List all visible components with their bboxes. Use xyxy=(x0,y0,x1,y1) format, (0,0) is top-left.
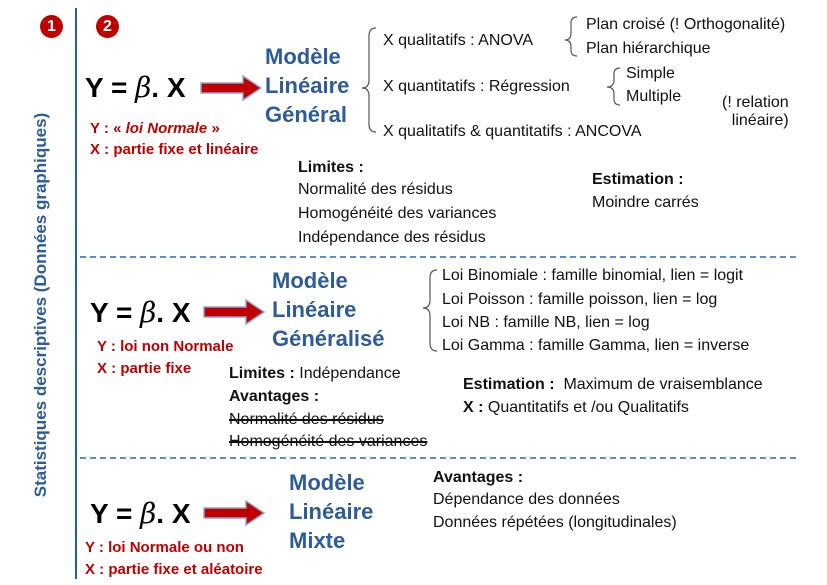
x-definition-2: X : partie fixe xyxy=(97,360,192,377)
avantage-item: Dépendance des données xyxy=(433,491,620,508)
limites-value-2: Indépendance xyxy=(299,365,401,382)
x-definition-3: X : partie fixe et aléatoire xyxy=(85,561,263,578)
brace-section1 xyxy=(361,27,377,133)
limite-item: Homogénéité des variances xyxy=(298,205,497,222)
model-title-2: Modèle Linéaire Généralisé xyxy=(272,266,385,353)
estimation-row-2: Estimation : Maximum de vraisemblance xyxy=(463,376,763,394)
branch-ancova: X qualitatifs & quantitatifs : ANCOVA xyxy=(383,123,642,140)
relation-note: (! relation linéaire) xyxy=(722,94,789,130)
model-line: Mixte xyxy=(289,528,346,553)
x-definition-1: X : partie fixe et linéaire xyxy=(90,141,259,158)
brace-section2 xyxy=(422,269,438,352)
model-line: Généralisé xyxy=(272,326,385,351)
x-value-2: Quantitatifs et /ou Qualitatifs xyxy=(487,399,689,416)
avantage-struck: Normalité des résidus xyxy=(229,411,384,428)
loi-item: Loi NB : famille NB, lien = log xyxy=(442,314,650,331)
y-prefix: Y : « xyxy=(90,120,122,137)
model-line: Modèle xyxy=(265,44,341,69)
model-line: Linéaire xyxy=(272,297,357,322)
equation-suffix: . X xyxy=(156,297,191,328)
brace-regression xyxy=(606,67,621,106)
badge-one: 1 xyxy=(40,15,63,38)
y-definition-3: Y : loi Normale ou non xyxy=(85,539,244,556)
model-title-3: Modèle Linéaire Mixte xyxy=(289,468,373,555)
loi-item: Loi Gamma : famille Gamma, lien = invers… xyxy=(442,337,750,354)
beta-symbol: β xyxy=(140,296,157,329)
model-line: Linéaire xyxy=(265,73,350,98)
equation-prefix: Y = xyxy=(90,498,133,529)
model-line: Général xyxy=(265,102,347,127)
limites-title-1: Limites : xyxy=(298,159,364,176)
relation-note-line: (! relation xyxy=(722,94,789,111)
equation-suffix: . X xyxy=(151,72,186,103)
relation-note-line: linéaire) xyxy=(731,112,789,129)
model-title-1: Modèle Linéaire Général xyxy=(265,42,349,129)
branch-anova: X qualitatifs : ANOVA xyxy=(383,32,533,49)
limite-item: Indépendance des résidus xyxy=(298,229,486,246)
limites-row-2: Limites : Indépendance xyxy=(229,365,401,383)
equation-prefix: Y = xyxy=(85,72,128,103)
y-definition-1: Y : « loi Normale » xyxy=(90,120,220,137)
model-line: Linéaire xyxy=(289,499,374,524)
estimation-title-2: Estimation : xyxy=(463,376,555,393)
equation-prefix: Y = xyxy=(90,297,133,328)
anova-sub-1: Plan croisé (! Orthogonalité) xyxy=(586,16,786,33)
arrow-icon-3 xyxy=(203,499,266,527)
equation-2: Y = β. X xyxy=(90,296,191,329)
estimation-value-2: Maximum de vraisemblance xyxy=(563,376,763,393)
anova-sub-2: Plan hiérarchique xyxy=(586,40,711,57)
equation-1: Y = β. X xyxy=(85,71,186,104)
section-divider-2 xyxy=(80,457,796,459)
loi-item: Loi Poisson : famille poisson, lien = lo… xyxy=(442,291,718,308)
y-suffix: » xyxy=(211,120,220,137)
regression-sub-2: Multiple xyxy=(626,88,682,105)
avantage-struck: Homogénéité des variances xyxy=(229,433,428,450)
x-row-2: X : Quantitatifs et /ou Qualitatifs xyxy=(463,399,689,417)
estimation-title-1: Estimation : xyxy=(592,171,684,188)
beta-symbol: β xyxy=(140,497,157,530)
regression-sub-1: Simple xyxy=(626,65,675,82)
beta-symbol: β xyxy=(135,71,152,104)
model-line: Modèle xyxy=(289,470,365,495)
brace-anova xyxy=(564,16,578,57)
loi-item: Loi Binomiale : famille binomial, lien =… xyxy=(442,267,744,284)
equation-3: Y = β. X xyxy=(90,497,191,530)
avantages-title-3: Avantages : xyxy=(433,469,524,486)
arrow-icon-2 xyxy=(203,298,266,326)
section-divider-1 xyxy=(80,256,796,258)
x-title-2: X : xyxy=(463,399,484,416)
branch-regression: X quantitatifs : Régression xyxy=(383,78,570,95)
y-definition-2: Y : loi non Normale xyxy=(97,338,234,355)
model-line: Modèle xyxy=(272,268,348,293)
avantages-title-2: Avantages : xyxy=(229,388,320,405)
badge-two: 2 xyxy=(96,15,119,38)
y-italic: loi Normale xyxy=(125,120,208,137)
arrow-icon-1 xyxy=(200,74,263,102)
limites-title-2: Limites : xyxy=(229,365,295,382)
limite-item: Normalité des résidus xyxy=(298,181,453,198)
equation-suffix: . X xyxy=(156,498,191,529)
vertical-divider xyxy=(75,8,77,579)
estimation-value-1: Moindre carrés xyxy=(592,194,699,211)
avantage-item: Données répétées (longitudinales) xyxy=(433,514,677,531)
